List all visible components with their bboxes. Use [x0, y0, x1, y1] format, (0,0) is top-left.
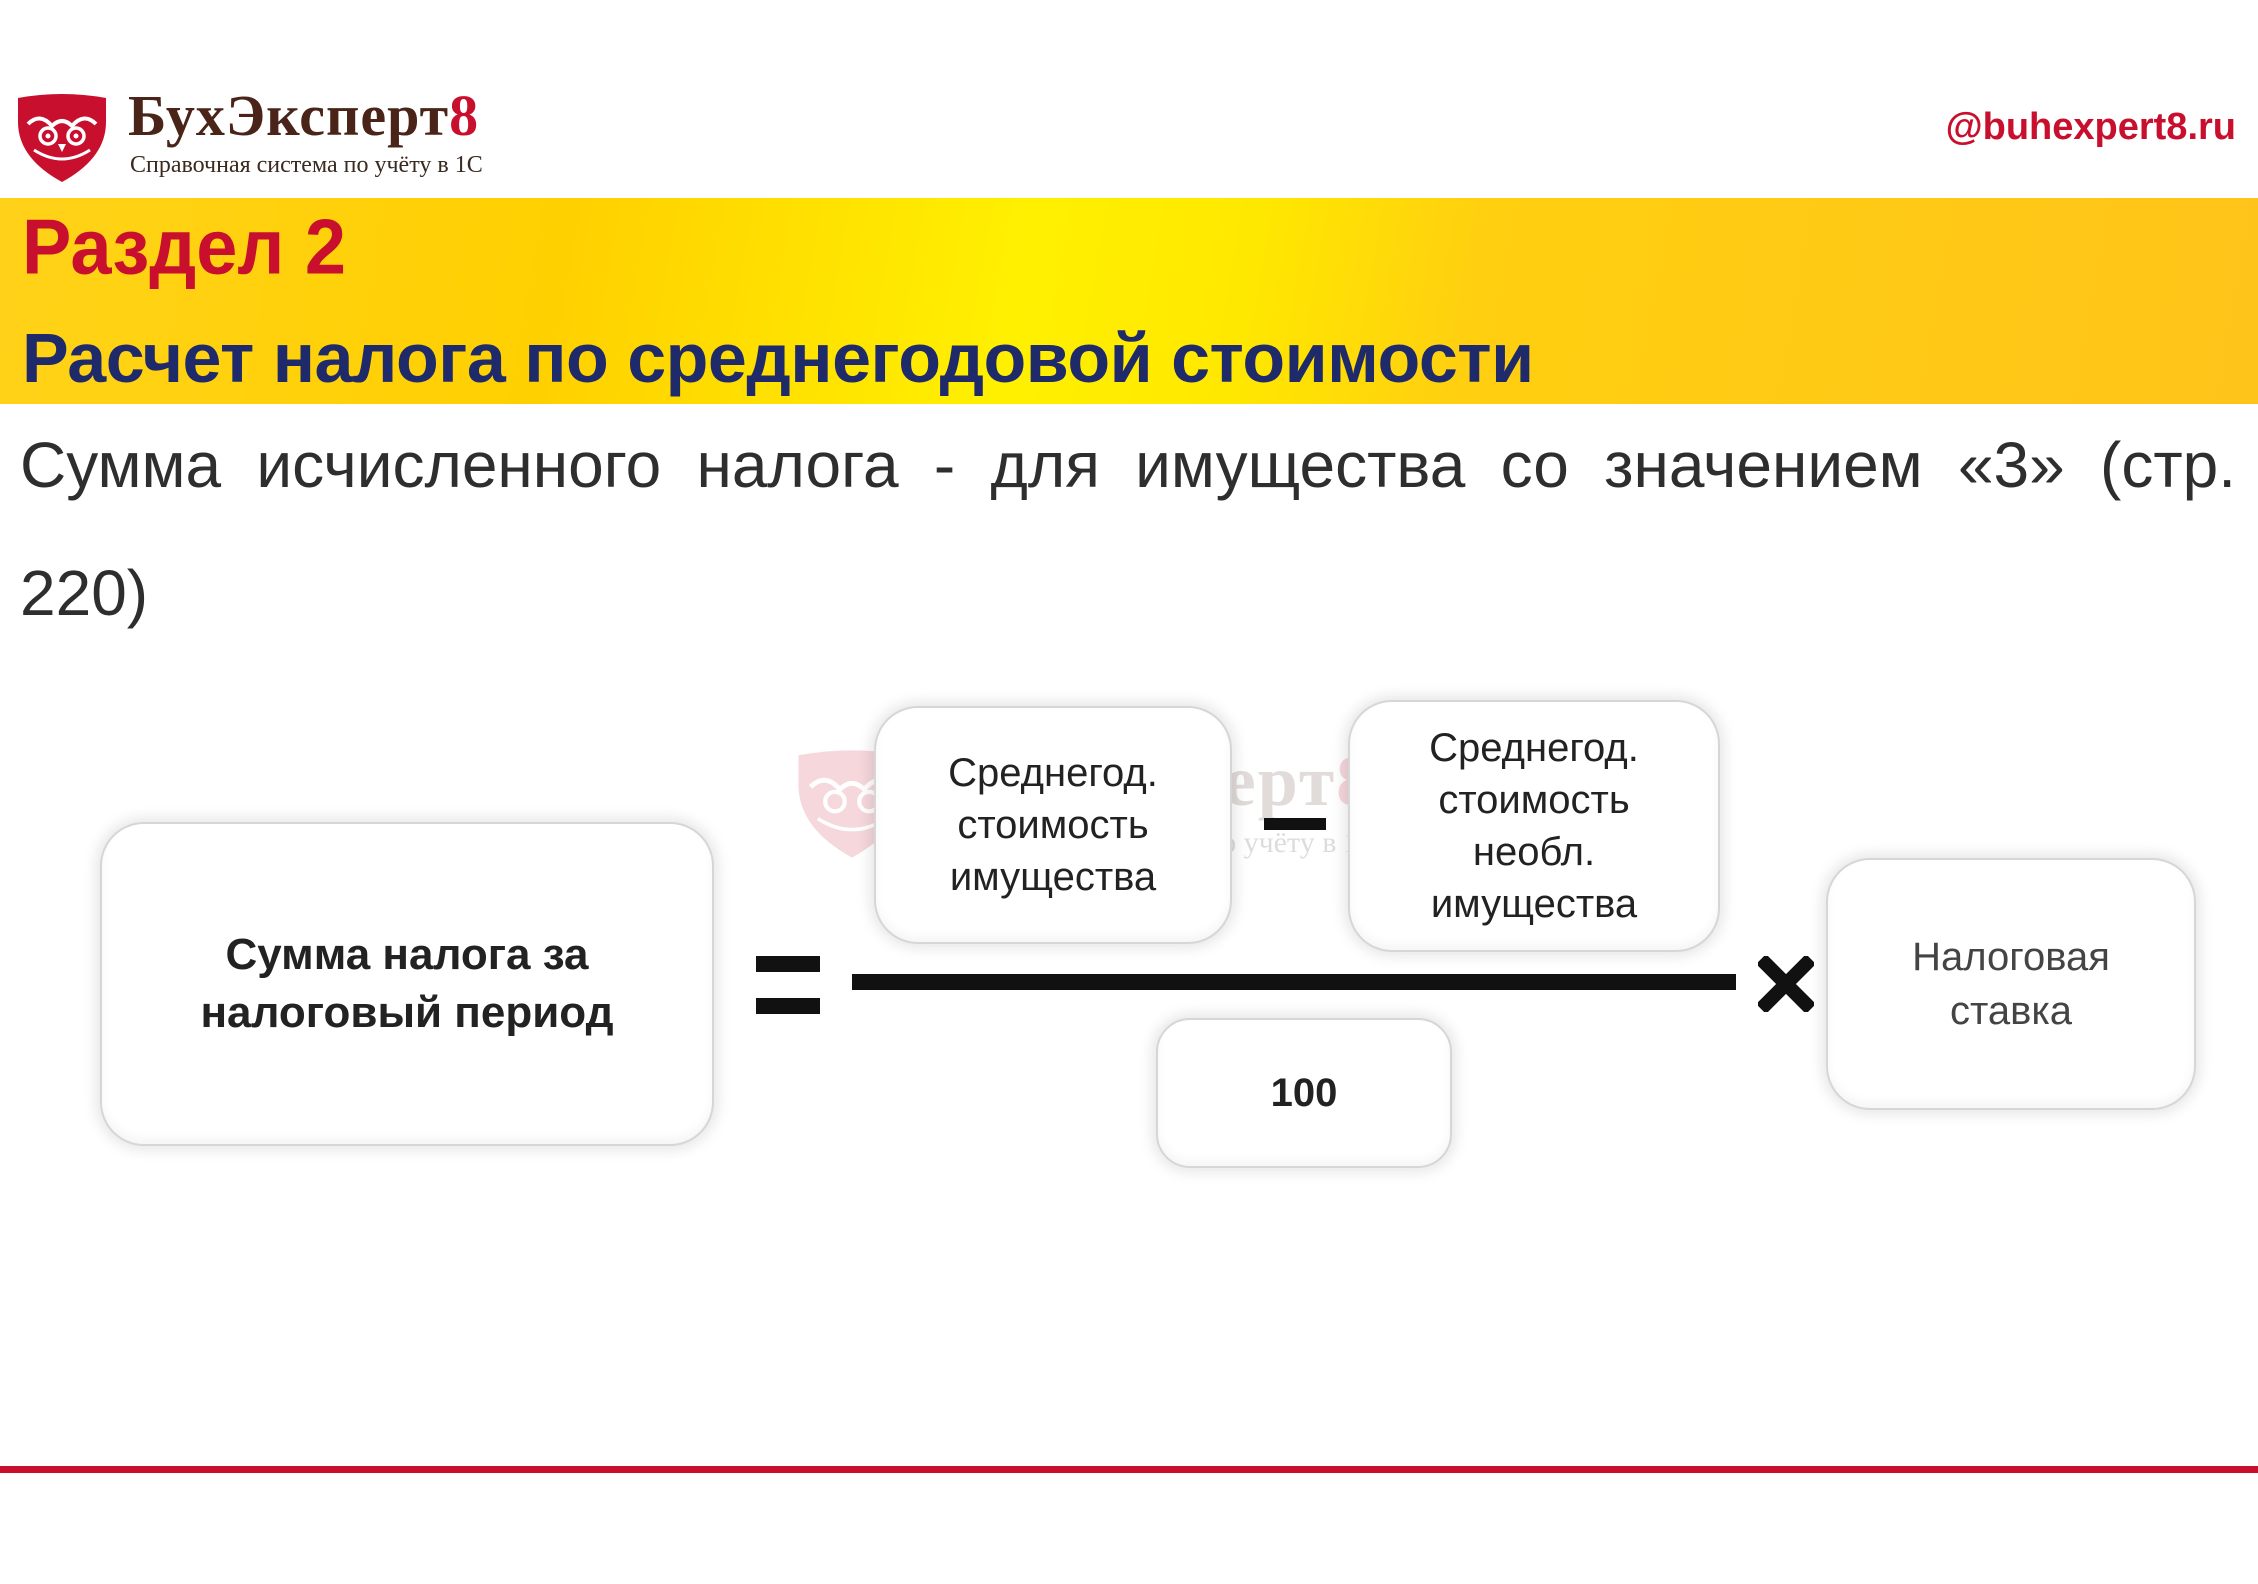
box-tax-sum: Сумма налога за налоговый период	[100, 822, 714, 1146]
brand-tagline: Справочная система по учёту в 1С	[130, 152, 483, 178]
box-denominator: 100	[1156, 1018, 1452, 1168]
box-avg-exempt-label: Среднегод. стоимость необл. имущества	[1429, 726, 1639, 926]
section-banner	[0, 198, 2258, 404]
brand-name-text: БухЭксперт	[128, 83, 450, 148]
section-subtitle: Расчет налога по среднегодовой стоимости	[22, 319, 1534, 397]
site-link[interactable]: @buhexpert8.ru	[1945, 106, 2236, 148]
box-tax-rate-label: Налоговая ставка	[1912, 935, 2110, 1033]
section-title: Раздел 2	[22, 203, 347, 291]
denominator-label: 100	[1270, 1070, 1338, 1115]
equals-icon	[756, 956, 820, 1014]
brand-number: 8	[449, 83, 480, 148]
minus-icon	[1264, 818, 1326, 830]
footer-divider	[0, 1466, 2258, 1473]
description-line-1: Сумма исчисленного налога - для имуществ…	[20, 429, 2236, 501]
box-tax-sum-label: Сумма налога за налоговый период	[200, 930, 614, 1037]
description-line-2: 220)	[20, 557, 149, 629]
box-avg-value-label: Среднегод. стоимость имущества	[948, 751, 1158, 899]
box-avg-exempt: Среднегод. стоимость необл. имущества	[1348, 700, 1720, 952]
fraction-bar	[852, 974, 1736, 990]
brand-name: БухЭксперт8	[128, 82, 479, 149]
times-icon	[1758, 956, 1814, 1012]
box-tax-rate: Налоговая ставка	[1826, 858, 2196, 1110]
owl-shield-icon	[18, 94, 106, 182]
box-avg-value: Среднегод. стоимость имущества	[874, 706, 1232, 944]
